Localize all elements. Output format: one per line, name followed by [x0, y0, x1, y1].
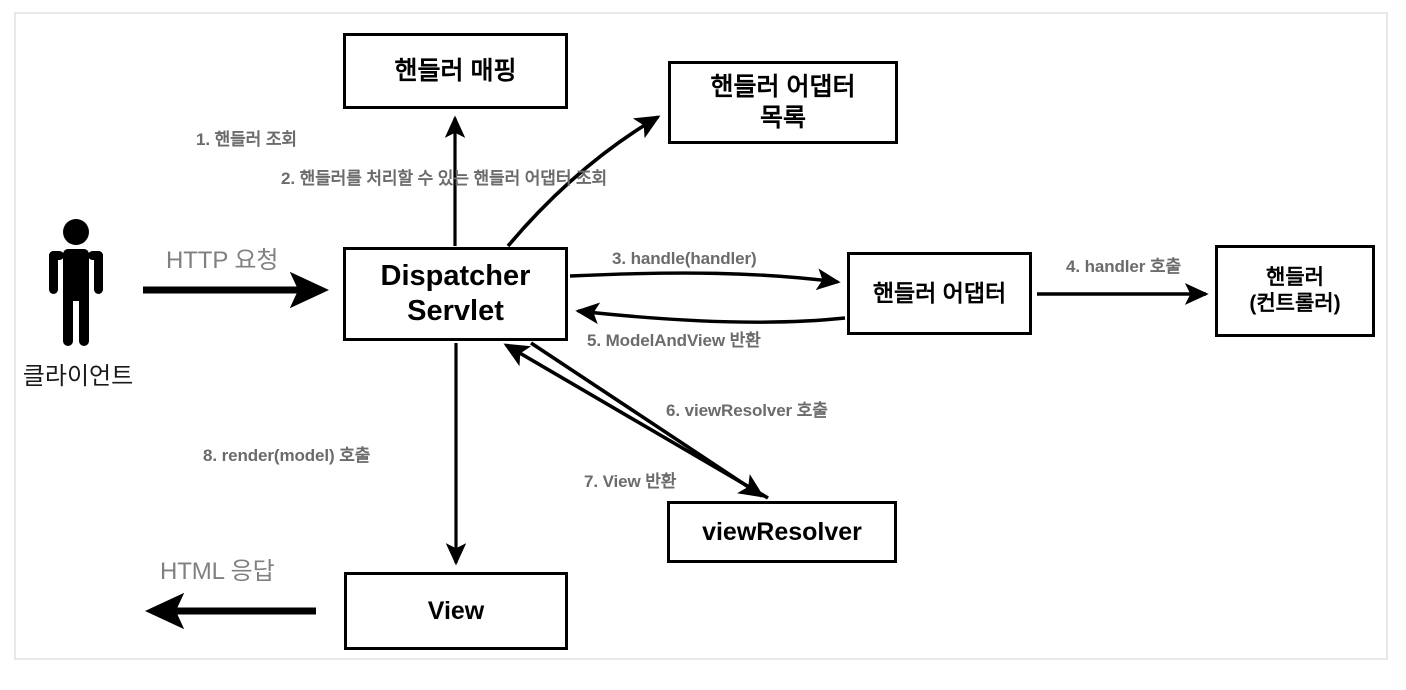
node-handler-controller[interactable]: 핸들러 (컨트롤러): [1215, 245, 1375, 337]
node-view-resolver-label: viewResolver: [702, 517, 862, 546]
person-icon: [49, 219, 103, 346]
edge-label-step-1: 1. 핸들러 조회: [196, 130, 297, 149]
node-dispatcher-servlet[interactable]: Dispatcher Servlet: [343, 247, 568, 341]
edge-label-step-7: 7. View 반환: [584, 472, 677, 491]
node-handler-mapping[interactable]: 핸들러 매핑: [343, 33, 568, 109]
client-caption: 클라이언트: [22, 363, 134, 390]
edge-label-http-request: HTTP 요청: [166, 247, 279, 274]
edge-label-step-5: 5. ModelAndView 반환: [587, 331, 761, 350]
edge-label-step-2: 2. 핸들러를 처리할 수 있는 핸들러 어댑터 조회: [281, 169, 608, 188]
node-view-label: View: [427, 596, 485, 625]
edge-label-step-3: 3. handle(handler): [612, 249, 757, 268]
node-handler-adapter-list-label: 핸들러 어댑터 목록: [710, 73, 856, 132]
edge-label-step-8: 8. render(model) 호출: [203, 446, 371, 465]
node-handler-adapter-label: 핸들러 어댑터: [872, 280, 1007, 307]
node-view-resolver[interactable]: viewResolver: [667, 501, 897, 563]
node-dispatcher-servlet-label: Dispatcher Servlet: [380, 259, 531, 327]
node-handler-mapping-label: 핸들러 매핑: [394, 56, 517, 85]
node-handler-controller-label: 핸들러 (컨트롤러): [1249, 266, 1341, 315]
edge-label-step-6: 6. viewResolver 호출: [666, 401, 828, 420]
node-view[interactable]: View: [344, 572, 568, 650]
node-handler-adapter-list[interactable]: 핸들러 어댑터 목록: [668, 61, 898, 144]
edge-label-http-response: HTML 응답: [160, 558, 275, 585]
node-handler-adapter[interactable]: 핸들러 어댑터: [847, 252, 1032, 335]
edge-label-step-4: 4. handler 호출: [1066, 257, 1182, 276]
